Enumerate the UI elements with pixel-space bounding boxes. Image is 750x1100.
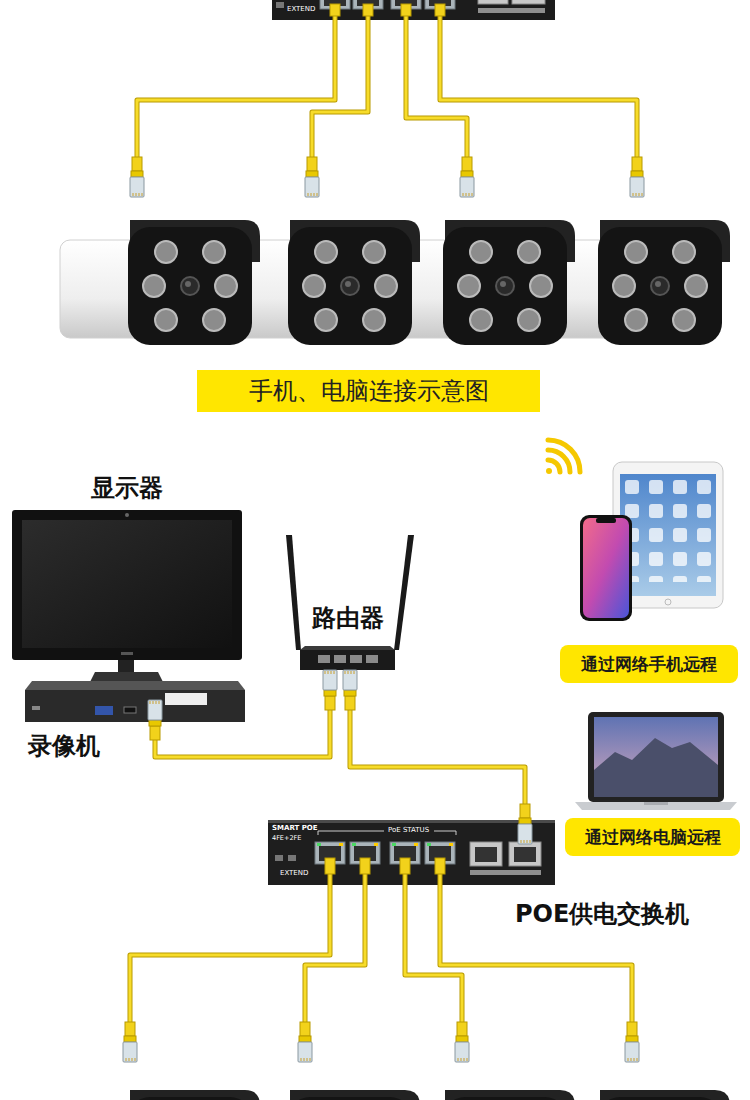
rj45-plugs-top	[130, 157, 644, 197]
router-icon	[286, 535, 414, 670]
remote-pill: 通过网络手机远程	[560, 645, 738, 683]
phone-icon	[580, 515, 632, 621]
panel-label: SMART POE	[272, 825, 318, 832]
recorder-icon	[25, 681, 245, 722]
network-cable	[350, 670, 525, 820]
cameras-bottom	[60, 1090, 730, 1100]
panel-label: PoE STATUS	[388, 827, 429, 834]
plug-boots-bottom	[325, 804, 532, 874]
monitor-node: 显示器	[12, 510, 242, 660]
cable-top	[137, 8, 637, 157]
cable-outline	[350, 670, 525, 820]
cable-bottom	[130, 860, 632, 1022]
device-label: POE供电交换机	[515, 900, 689, 929]
poe-switch-icon	[268, 820, 555, 885]
remote-pill: 通过网络电脑远程	[565, 818, 740, 856]
plug-boots-top	[330, 4, 445, 16]
recorder-node: 录像机	[25, 690, 245, 722]
wifi-icon	[546, 440, 580, 474]
cameras-top	[60, 220, 730, 345]
rj45-plugs-middle	[148, 670, 357, 740]
panel-label: 4FE+2FE	[272, 835, 301, 842]
rj45-plugs-bottom	[123, 1022, 639, 1062]
title-text: 手机、电脑连接示意图	[249, 375, 489, 407]
laptop-icon	[575, 712, 737, 810]
device-label: 录像机	[28, 732, 100, 761]
pill-text: 通过网络电脑远程	[585, 827, 721, 847]
device-label: 显示器	[12, 474, 242, 503]
cable-core	[350, 670, 525, 820]
panel-label: EXTEND	[287, 6, 315, 13]
router-node: 路由器	[300, 648, 395, 670]
title-banner: 手机、电脑连接示意图	[197, 370, 540, 412]
monitor-icon	[12, 510, 242, 684]
pill-text: 通过网络手机远程	[581, 654, 717, 674]
switch-top-partial	[272, 0, 555, 20]
device-label: 路由器	[290, 604, 405, 633]
panel-label: EXTEND	[280, 870, 308, 877]
